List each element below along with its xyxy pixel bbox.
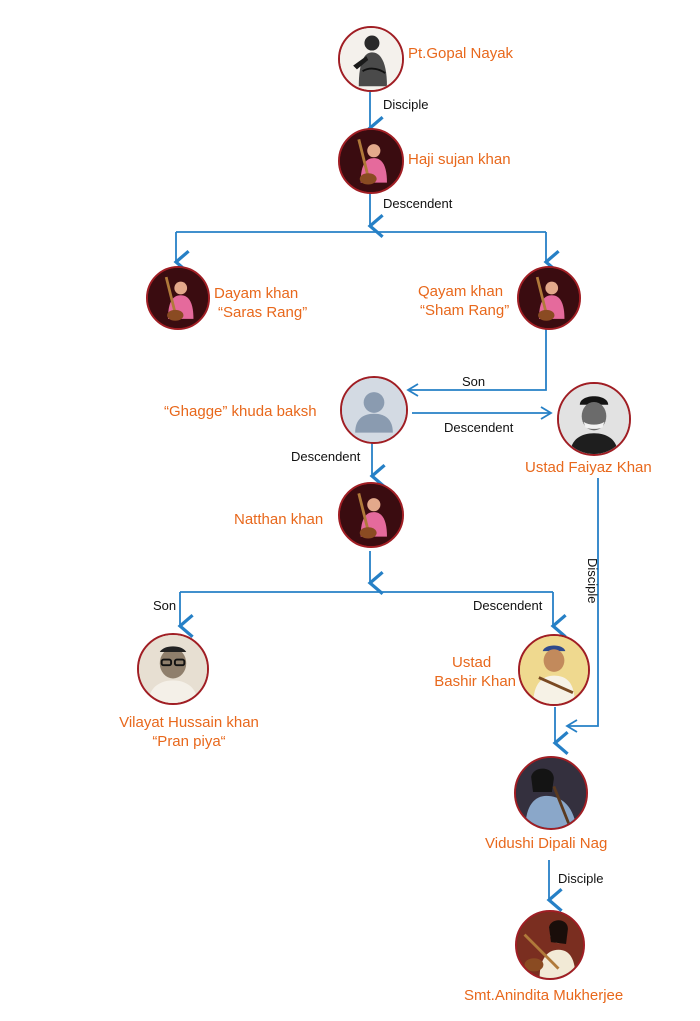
natthan-khan-portrait xyxy=(338,482,404,548)
vilayat-hussain-khan-portrait xyxy=(137,633,209,705)
name-dayam-khan: Dayam khan “Saras Rang” xyxy=(214,284,307,322)
name-bashir-khan: Ustad Bashir Khan xyxy=(430,653,516,691)
name-anindita-mukherjee: Smt.Anindita Mukherjee xyxy=(464,987,624,1004)
name-bashir-line1: Ustad xyxy=(452,654,492,671)
default-avatar-icon xyxy=(342,378,406,442)
sitar-player-icon xyxy=(340,484,402,546)
name-haji-sujan-khan: Haji sujan khan xyxy=(408,151,511,168)
photo-portrait-icon xyxy=(516,758,586,828)
name-ghagge-khuda-baksh: “Ghagge” khuda baksh xyxy=(164,403,317,420)
photo-portrait-icon xyxy=(559,384,629,454)
photo-portrait-icon xyxy=(139,635,207,703)
photo-portrait-icon xyxy=(520,636,588,704)
haji-sujan-khan-portrait xyxy=(338,128,404,194)
name-vilayat-line2: “Pran piya“ xyxy=(152,733,226,750)
relation-natthan-vilayat: Son xyxy=(153,598,177,613)
gopal-nayak-portrait xyxy=(338,26,404,92)
relation-faiyaz-dipali: Disciple xyxy=(585,558,600,604)
sitar-player-icon xyxy=(519,268,579,328)
name-natthan-khan: Natthan khan xyxy=(234,511,324,528)
connector-faiyaz-dipali xyxy=(568,478,599,727)
faiyaz-khan-portrait xyxy=(557,382,631,456)
name-dipali-nag: Vidushi Dipali Nag xyxy=(485,835,608,852)
name-dayam-khan-line2: “Saras Rang” xyxy=(218,304,308,321)
sitar-player-icon xyxy=(148,268,208,328)
sketch-portrait-icon xyxy=(340,28,402,90)
dipali-nag-portrait xyxy=(514,756,588,830)
sitar-player-icon xyxy=(340,130,402,192)
relation-gopal-haji: Disciple xyxy=(383,97,429,112)
name-qayam-khan-line2: “Sham Rang” xyxy=(420,302,510,319)
name-dayam-khan-line1: Dayam khan xyxy=(214,285,299,302)
name-qayam-khan-line1: Qayam khan xyxy=(418,283,504,300)
relation-ghagge-natthan: Descendent xyxy=(291,449,361,464)
name-qayam-khan: Qayam khan “Sham Rang” xyxy=(418,282,509,320)
relation-qayam-ghagge: Son xyxy=(462,374,486,389)
bashir-khan-portrait xyxy=(518,634,590,706)
name-vilayat-hussain-khan: Vilayat Hussain khan “Pran piya“ xyxy=(105,713,273,751)
anindita-mukherjee-portrait xyxy=(515,910,585,980)
ghagge-khuda-baksh-avatar xyxy=(340,376,408,444)
connector-qayam-ghagge xyxy=(408,325,547,391)
qayam-khan-portrait xyxy=(517,266,581,330)
name-gopal-nayak: Pt.Gopal Nayak xyxy=(408,45,514,62)
sitar-player-icon xyxy=(517,912,583,978)
dayam-khan-portrait xyxy=(146,266,210,330)
name-faiyaz-khan: Ustad Faiyaz Khan xyxy=(525,459,652,476)
relation-haji-children: Descendent xyxy=(383,196,453,211)
relation-natthan-bashir: Descendent xyxy=(473,598,543,613)
name-bashir-line2: Bashir Khan xyxy=(434,673,516,690)
relation-dipali-anindita: Disciple xyxy=(558,871,604,886)
relation-ghagge-faiyaz: Descendent xyxy=(444,420,514,435)
name-vilayat-line1: Vilayat Hussain khan xyxy=(119,714,259,731)
